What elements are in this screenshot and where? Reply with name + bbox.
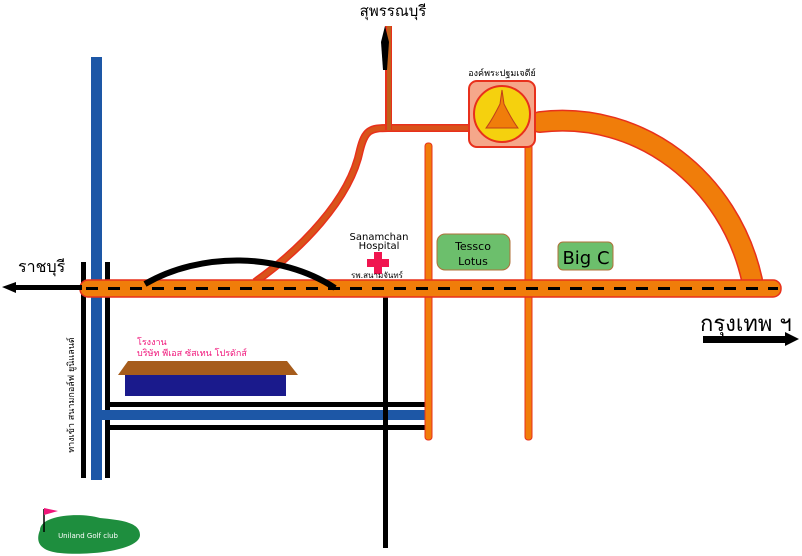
west-destination-label: ราชบุรี [18, 257, 66, 277]
golf-entrance-label: ทางเข้า สนามกอล์ฟ ยูนิแลนด์ [65, 337, 77, 453]
black-side-road-bottom [105, 425, 427, 430]
blue-vertical-road [91, 57, 102, 480]
big-c-marker [557, 241, 614, 271]
hospital-road [383, 290, 388, 548]
tesco-label-2: Lotus [458, 255, 488, 268]
hospital-name-en-2: Hospital [359, 241, 400, 252]
black-road-left [81, 262, 86, 478]
hospital-name-th: รพ.สนามจันทร์ [351, 270, 404, 280]
north-arrow-icon [381, 26, 389, 70]
factory-label-2: บริษัท พีเอส ซัสเทน โปรดักส์ [137, 347, 247, 359]
overpass-bridge [143, 257, 337, 291]
golf-course [38, 515, 140, 554]
blue-side-road [102, 410, 427, 420]
pagoda-icon [485, 89, 519, 129]
factory-roof [118, 361, 298, 375]
east-destination-label: กรุงเทพ ฯ [700, 312, 792, 337]
golf-club-label: Uniland Golf club [58, 532, 118, 540]
black-side-road-top [105, 402, 427, 407]
tesco-lotus-marker [436, 233, 511, 271]
north-destination-label: สุพรรณบุรี [360, 2, 427, 21]
hospital-name-en: Sanamchan [350, 232, 409, 243]
factory-building [125, 375, 286, 396]
east-arrow-icon [703, 332, 799, 346]
factory-label-1: โรงงาน [137, 337, 167, 348]
west-arrow-icon [2, 282, 82, 293]
golf-flag-icon [44, 508, 58, 515]
black-road-right [105, 262, 110, 478]
temple-label: องค์พระปฐมเจดีย์ [468, 67, 536, 79]
tesco-label-1: Tessco [454, 240, 491, 253]
big-c-label: Big C [562, 248, 609, 269]
hospital-cross-icon [367, 252, 389, 274]
